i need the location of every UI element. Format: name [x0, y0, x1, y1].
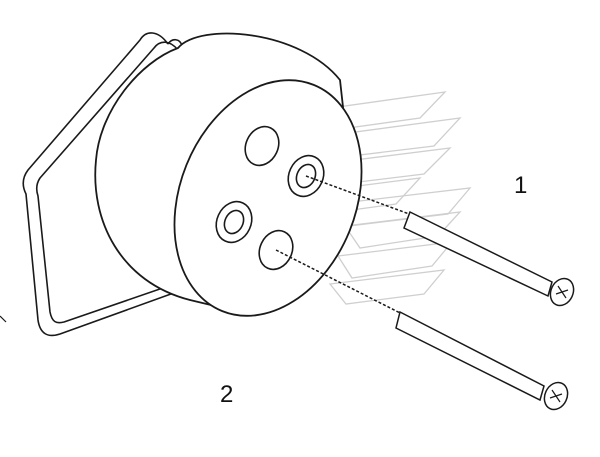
screw-2-slot-icon [549, 389, 563, 403]
housing [94, 32, 363, 317]
screw-1-slot-icon [555, 285, 569, 299]
screw-2 [275, 249, 569, 411]
callout-label-1: 1 [514, 172, 528, 199]
callout-label-2: 2 [220, 381, 234, 408]
screw-1 [305, 175, 575, 307]
upper-left-hole [244, 125, 280, 167]
lower-left-hole-inner [223, 209, 245, 235]
edge-tick [0, 315, 7, 323]
